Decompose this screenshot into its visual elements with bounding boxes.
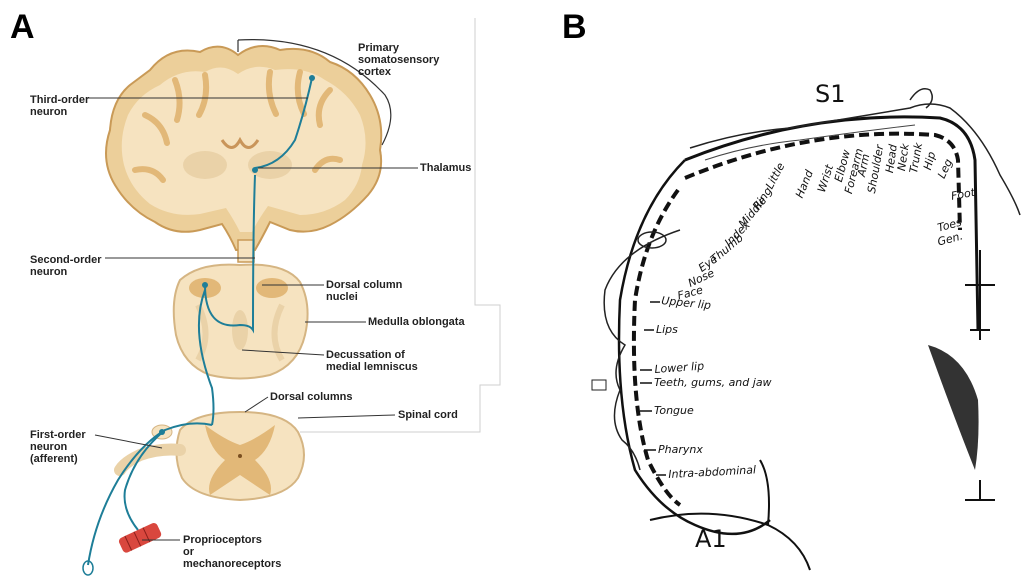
label-decussation: Decussation of medial lemniscus — [326, 349, 418, 373]
label-receptors: Proprioceptors or mechanoreceptors — [183, 534, 281, 570]
label-pharynx: Pharynx — [658, 443, 703, 456]
label-dorsal-column-nuclei: Dorsal column nuclei — [326, 279, 402, 303]
label-third-order-neuron: Third-order neuron — [30, 94, 89, 118]
label-first-order-neuron: First-order neuron (afferent) — [30, 429, 86, 465]
label-second-order-neuron: Second-order neuron — [30, 254, 102, 278]
label-teeth-gums-jaw: Teeth, gums, and jaw — [654, 376, 772, 389]
label-tongue: Tongue — [654, 404, 694, 417]
homunculus-diagram — [510, 0, 1028, 577]
spinal-cord-section — [120, 412, 304, 500]
label-medulla-oblongata: Medulla oblongata — [368, 316, 465, 328]
label-lips: Lips — [656, 323, 678, 336]
somatosensory-pathway-diagram — [0, 0, 510, 577]
label-thalamus: Thalamus — [420, 162, 471, 174]
label-spinal-cord: Spinal cord — [398, 409, 458, 421]
medulla-section — [174, 265, 308, 379]
brain-section — [106, 46, 381, 262]
label-primary-somatosensory-cortex: Primary somatosensory cortex — [358, 42, 439, 78]
panel-a: A — [0, 0, 510, 577]
label-dorsal-columns: Dorsal columns — [270, 391, 353, 403]
panel-b: B S1 A1 Little Ha — [510, 0, 1028, 577]
receptor-icon — [118, 522, 163, 554]
